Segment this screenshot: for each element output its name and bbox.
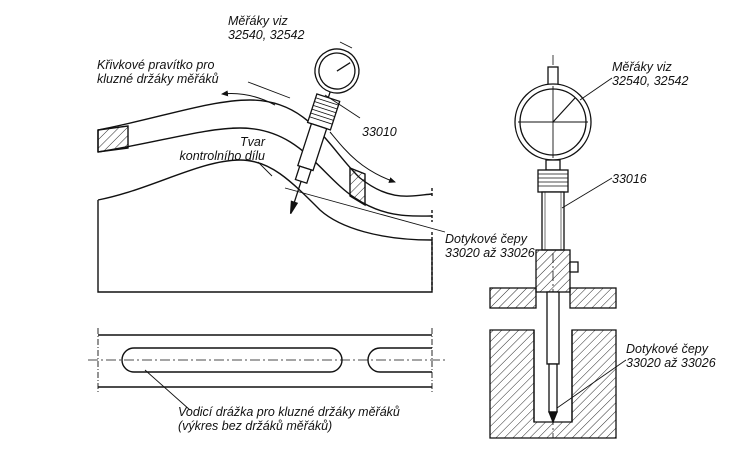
control-part-profile [97, 159, 433, 293]
label-33016: 33016 [612, 172, 647, 186]
label-gauges-ref-left: Měřáky viz 32540, 32542 [228, 14, 305, 42]
label-probes-left: Dotykové čepy 33020 až 33026 [445, 232, 535, 260]
label-probes-right: Dotykové čepy 33020 až 33026 [626, 342, 716, 370]
guide-slot-plan [88, 328, 445, 411]
label-part-shape: Tvar kontrolního dílu [179, 135, 265, 163]
left-elevation-view [97, 99, 433, 293]
label-curve-ruler: Křivkové pravítko pro kluzné držáky měřá… [97, 58, 219, 86]
curve-ruler [97, 99, 433, 197]
label-33010: 33010 [362, 125, 397, 139]
knurled-nut [537, 169, 569, 193]
ruler-motion-arrows [221, 90, 396, 183]
ruler-end-block-left [97, 125, 129, 153]
right-section-view [489, 55, 617, 439]
leader-lines-left [247, 41, 446, 233]
leader-lines-right [556, 77, 627, 409]
label-gauges-ref-right: Měřáky viz 32540, 32542 [612, 60, 689, 88]
ruler-end-block-right [349, 166, 366, 207]
label-guide-slot: Vodicí drážka pro kluzné držáky měřáků (… [178, 405, 400, 433]
